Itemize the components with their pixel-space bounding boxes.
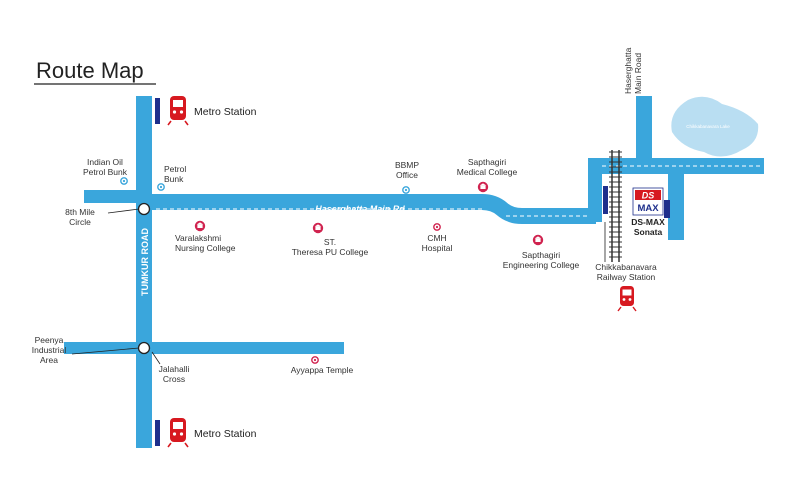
eighth-mile-label-1: 8th Mile — [65, 207, 95, 217]
sapthagiri-medical-label-1: Sapthagiri — [468, 157, 506, 167]
st-theresa-college-icon — [312, 222, 324, 234]
leader-jalahalli — [151, 351, 161, 365]
railway-track-icon — [609, 150, 622, 262]
varalakshmi-label-1: Varalakshmi — [175, 233, 221, 243]
top-road-label-2: Main Road — [633, 53, 643, 94]
eighth-mile-label-2: Circle — [69, 217, 91, 227]
project-name-1: DS-MAX — [631, 217, 665, 227]
haserghatta-top-road — [636, 96, 652, 162]
leader-8th-mile — [107, 208, 140, 214]
indian-oil-label-1: Indian Oil — [87, 157, 123, 167]
varalakshmi-college-icon — [194, 220, 206, 232]
peenya-label-3: Area — [40, 355, 58, 365]
sapthagiri-engineering-college-icon — [532, 234, 544, 246]
varalakshmi-label-2: Nursing College — [175, 243, 236, 253]
train-icon — [167, 96, 189, 126]
jalahalli-label-2: Cross — [163, 374, 185, 384]
main-road-label: Haserghatta Main Rd — [315, 204, 405, 214]
metro-station-top: Metro Station — [155, 96, 257, 126]
jalahalli-label-1: Jalahalli — [159, 364, 190, 374]
chikkabanavara-lake — [671, 96, 759, 157]
metro-station-bottom: Metro Station — [155, 418, 257, 448]
leader-peenya — [71, 347, 140, 355]
map-title: Route Map — [36, 58, 144, 83]
peenya-label-2: Industrial — [32, 345, 67, 355]
junction-jalahalli — [137, 341, 151, 355]
petrol-bunk-poi-dot-center — [159, 185, 163, 189]
st-theresa-label-1: ST. — [324, 237, 336, 247]
project-name-2: Sonata — [634, 227, 663, 237]
project-road — [668, 172, 684, 240]
top-road-label-1: Haserghatta — [623, 47, 633, 94]
indian-oil-poi-dot-center — [122, 179, 126, 183]
sapthagiri-engineering-label-1: Sapthagiri — [522, 250, 560, 260]
junction-8th-mile — [137, 202, 151, 216]
indian-oil-label-2: Petrol Bunk — [83, 167, 128, 177]
bbmp-label-2: Office — [396, 170, 418, 180]
train-icon — [617, 286, 637, 312]
cmh-label-1: CMH — [427, 233, 446, 243]
ds-max-logo: DS MAX — [632, 187, 670, 218]
railway-platform — [603, 186, 608, 214]
ayyappa-poi-dot-center — [313, 358, 317, 362]
train-icon — [167, 418, 189, 448]
tumkur-road — [136, 96, 152, 448]
ayyappa-label: Ayyappa Temple — [291, 365, 354, 375]
metro-station-top-label: Metro Station — [194, 106, 257, 118]
st-theresa-label-2: Theresa PU College — [292, 247, 369, 257]
peenya-label-1: Peenya — [35, 335, 64, 345]
tumkur-road-label: TUMKUR ROAD — [140, 228, 150, 296]
main-road-dash — [156, 208, 596, 217]
sapthagiri-medical-college-icon — [477, 181, 489, 193]
railway-label-2: Railway Station — [597, 272, 656, 282]
railway-label-1: Chikkabanavara — [595, 262, 657, 272]
logo-bottom-text: MAX — [637, 203, 659, 214]
logo-top-band — [635, 190, 661, 200]
lake-label: Chikkabanavara Lake — [686, 124, 730, 129]
sapthagiri-engineering-label-2: Engineering College — [503, 260, 580, 270]
metro-station-bottom-label: Metro Station — [194, 428, 257, 440]
petrol-bunk-label-2: Bunk — [164, 174, 184, 184]
haserghatta-main-road — [144, 194, 596, 224]
cmh-label-2: Hospital — [422, 243, 453, 253]
peenya-road — [64, 342, 344, 354]
petrol-bunk-label-1: Petrol — [164, 164, 186, 174]
bbmp-poi-dot-center — [404, 188, 408, 192]
project-marker-bar — [664, 200, 670, 218]
metro-platform — [155, 420, 160, 446]
metro-platform — [155, 98, 160, 124]
cmh-hospital-center — [435, 225, 439, 229]
logo-top-text: DS — [642, 191, 655, 201]
indian-oil-road — [84, 190, 144, 203]
bbmp-label-1: BBMP — [395, 160, 419, 170]
map-background — [14, 28, 786, 474]
sapthagiri-medical-label-2: Medical College — [457, 167, 518, 177]
